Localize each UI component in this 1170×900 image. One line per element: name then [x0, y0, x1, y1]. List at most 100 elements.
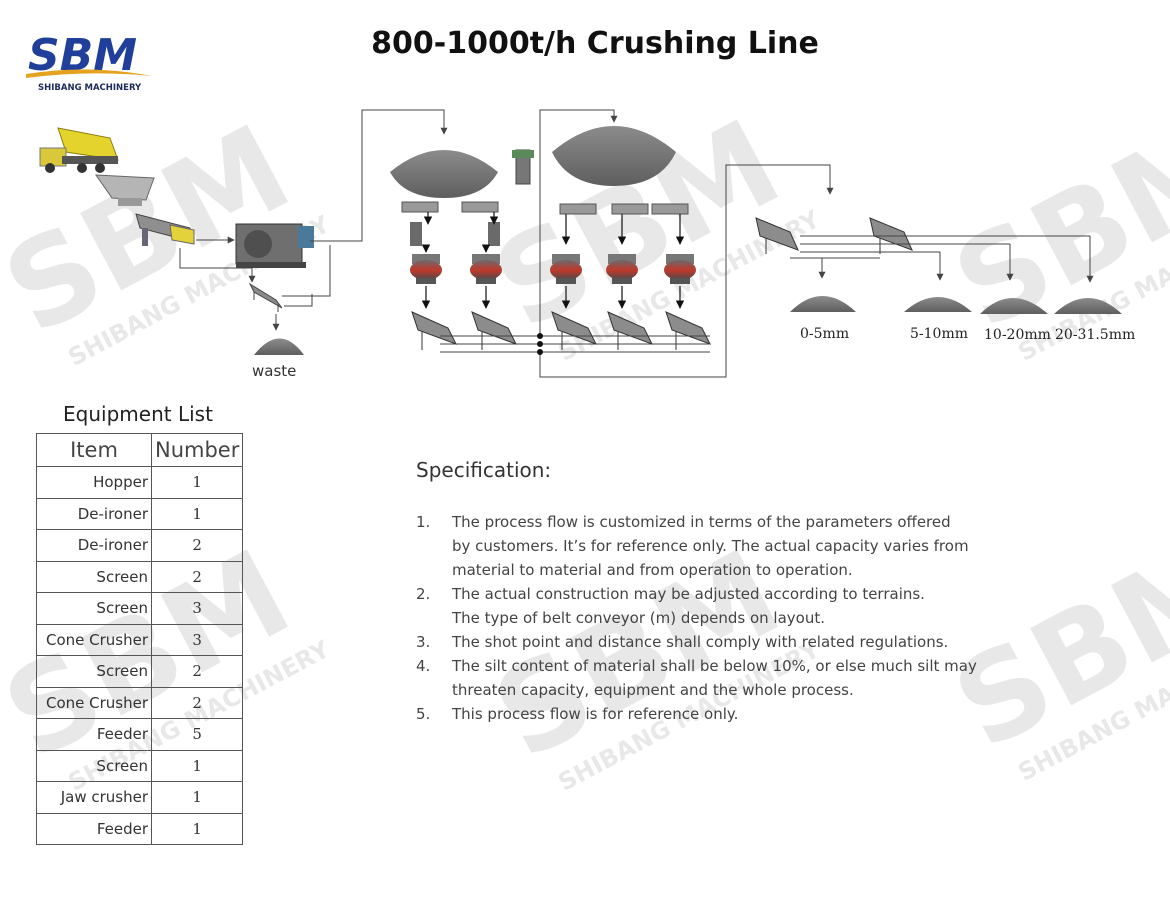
spec-line: The type of belt conveyor (m) depends on…	[452, 609, 825, 627]
spec-item: 2. The actual construction may be adjust…	[416, 582, 1036, 630]
spec-line: This process flow is for reference only.	[452, 705, 739, 723]
cone-crushers	[410, 254, 696, 284]
logo-subtitle: SHIBANG MACHINERY	[38, 83, 142, 93]
spec-item: 1. The process flow is customized in ter…	[416, 510, 1036, 582]
equipment-number: 2	[150, 529, 244, 562]
cone-crusher-icon	[606, 254, 638, 284]
equipment-number: 3	[150, 623, 244, 656]
page-title: 800-1000t/h Crushing Line	[371, 26, 819, 61]
spec-line: The shot point and distance shall comply…	[452, 633, 949, 651]
spec-item: 3. The shot point and distance shall com…	[416, 630, 1036, 654]
column-header-number: Number	[150, 433, 244, 467]
process-flow-diagram	[39, 109, 1122, 378]
equipment-number: 2	[150, 686, 244, 719]
spec-line: The actual construction may be adjusted …	[452, 585, 925, 603]
product-label: 20-31.5mm	[1055, 327, 1136, 343]
equipment-number: 5	[150, 718, 244, 751]
dump-truck-icon	[39, 127, 119, 173]
equipment-number: 1	[150, 497, 244, 530]
spec-item-number: 3.	[416, 633, 431, 651]
product-pile-5-10mm	[904, 297, 972, 312]
specification-list: 1. The process flow is customized in ter…	[416, 510, 1036, 726]
secondary-stockpile	[552, 126, 676, 186]
table-header-row: Item Number	[36, 433, 244, 467]
waste-pile	[254, 338, 304, 355]
final-screen-icon	[869, 217, 913, 254]
equipment-number: 2	[150, 655, 244, 688]
final-screen-icon	[755, 217, 799, 254]
product-pile-0-5mm	[790, 296, 856, 312]
equipment-list-caption: Equipment List	[63, 402, 213, 426]
equipment-item: Feeder	[36, 718, 152, 751]
equipment-item: De-ironer	[36, 529, 152, 562]
vibrating-feeder-icon	[135, 213, 195, 246]
equipment-number: 1	[150, 812, 244, 845]
equipment-item: Feeder	[36, 812, 152, 845]
equipment-number: 2	[150, 560, 244, 593]
cone-crusher-icon	[410, 254, 442, 284]
jaw-crusher-icon	[235, 223, 314, 268]
product-label: 5-10mm	[910, 326, 969, 342]
product-flow-lines	[790, 235, 1094, 283]
flow-lines	[179, 109, 448, 331]
equipment-number: 3	[150, 592, 244, 625]
equipment-item: Screen	[36, 655, 152, 688]
specification-heading: Specification:	[416, 458, 552, 482]
equipment-item: Jaw crusher	[36, 781, 152, 814]
spec-line: threaten capacity, equipment and the who…	[452, 681, 854, 699]
cone-crusher-icon	[550, 254, 582, 284]
equipment-number: 1	[150, 466, 244, 499]
equipment-number: 1	[150, 749, 244, 782]
product-label: 0-5mm	[800, 326, 850, 342]
spec-line: material to material and from operation …	[452, 561, 853, 579]
spec-item-number: 1.	[416, 513, 431, 531]
spec-item: 4. The silt content of material shall be…	[416, 654, 1036, 702]
final-screens	[755, 217, 913, 254]
spec-line: by customers. It’s for reference only. T…	[452, 537, 969, 555]
spec-line: The silt content of material shall be be…	[452, 657, 977, 675]
feeder-pair-1	[401, 201, 500, 246]
equipment-item: Cone Crusher	[36, 686, 152, 719]
equipment-number: 1	[150, 781, 244, 814]
crushing-flow-arrows	[421, 212, 685, 309]
waste-screen-icon	[248, 282, 283, 312]
spec-item: 5. This process flow is for reference on…	[416, 702, 1036, 726]
product-pile-10-20mm	[980, 298, 1048, 314]
equipment-item: Screen	[36, 560, 152, 593]
equipment-item: Hopper	[36, 466, 152, 499]
cone-crusher-icon	[470, 254, 502, 284]
spec-item-number: 2.	[416, 585, 431, 603]
equipment-item: Screen	[36, 592, 152, 625]
spec-line: The process flow is customized in terms …	[452, 513, 951, 531]
spec-item-number: 4.	[416, 657, 431, 675]
product-label: 10-20mm	[984, 327, 1051, 343]
equipment-item: De-ironer	[36, 497, 152, 530]
hopper-icon	[95, 174, 155, 206]
equipment-item: Screen	[36, 749, 152, 782]
spec-item-number: 5.	[416, 705, 431, 723]
column-header-item: Item	[36, 433, 152, 467]
watermark-text: SHIBANG MACHINERY	[1014, 625, 1170, 787]
waste-label: waste	[252, 362, 297, 380]
product-pile-20-31.5mm	[1054, 298, 1122, 314]
logo-swoosh	[26, 69, 152, 78]
de-ironer-icon	[512, 149, 534, 185]
feeder-row-2	[559, 203, 689, 215]
company-logo: SBM SHIBANG MACHINERY	[26, 30, 152, 93]
primary-stockpile	[390, 150, 498, 198]
cone-crusher-icon	[664, 254, 696, 284]
equipment-item: Cone Crusher	[36, 623, 152, 656]
